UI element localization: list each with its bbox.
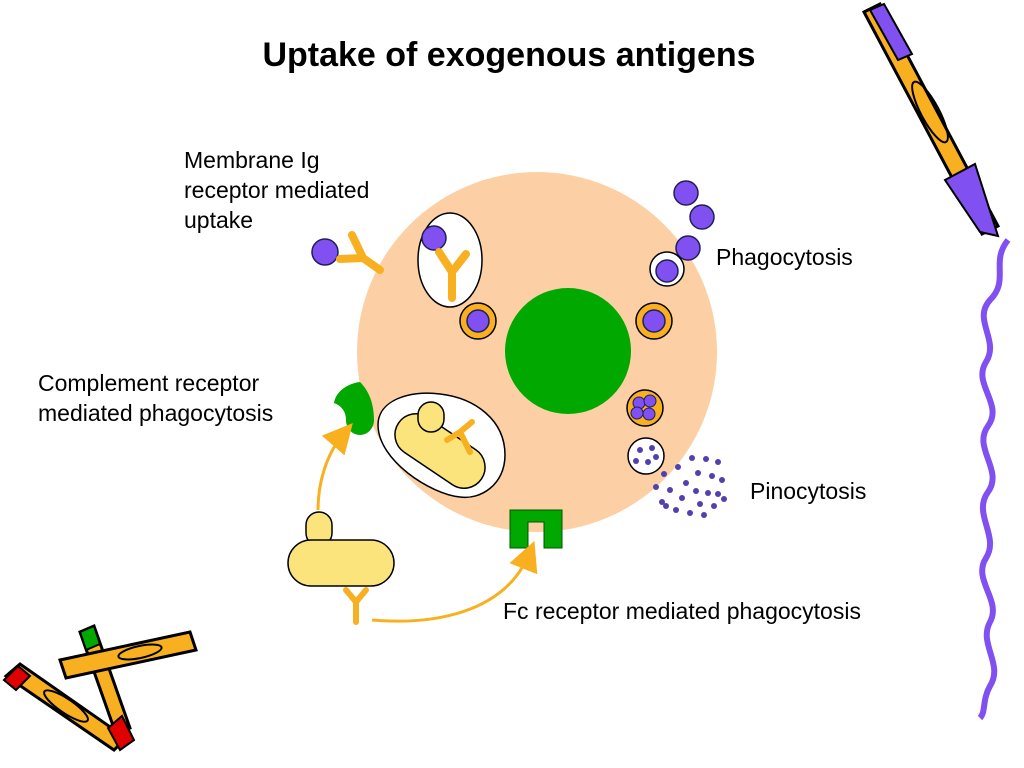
membrane-ig-vesicle bbox=[417, 212, 483, 308]
arrow-to-complement bbox=[316, 422, 353, 511]
label-complement: Complement receptor mediated phagocytosi… bbox=[38, 370, 274, 426]
pinocytosis-molecules bbox=[653, 455, 727, 518]
fc-antibody bbox=[343, 587, 369, 625]
crayons-icon bbox=[2, 623, 198, 752]
pencil-icon bbox=[861, 2, 1001, 238]
phagosome-right bbox=[635, 302, 673, 340]
label-phagocytosis: Phagocytosis bbox=[716, 244, 853, 270]
processing-vesicle bbox=[626, 389, 664, 427]
free-antigen bbox=[311, 238, 339, 266]
opsonized-bacterium bbox=[287, 511, 395, 625]
complement-receptor bbox=[334, 382, 374, 435]
phagocytosis-particles bbox=[649, 180, 715, 287]
arrow-to-fc-receptor bbox=[371, 540, 538, 623]
membrane-ig-antibody bbox=[336, 231, 384, 274]
bacterium-external bbox=[287, 539, 395, 587]
slide-title: Uptake of exogenous antigens bbox=[262, 36, 756, 74]
label-membrane-ig: Membrane Ig receptor mediated uptake bbox=[184, 147, 370, 233]
membrane-ig-external bbox=[311, 231, 384, 274]
label-fc-receptor: Fc receptor mediated phagocytosis bbox=[503, 598, 861, 624]
complement-phagocytic-vacuole bbox=[377, 392, 506, 499]
wavy-border bbox=[977, 238, 1011, 721]
bound-antigen bbox=[421, 225, 447, 251]
pinocytosis-vesicle bbox=[627, 437, 665, 475]
label-pinocytosis: Pinocytosis bbox=[750, 478, 867, 504]
endosome-left bbox=[459, 302, 497, 340]
nucleus bbox=[505, 288, 631, 414]
